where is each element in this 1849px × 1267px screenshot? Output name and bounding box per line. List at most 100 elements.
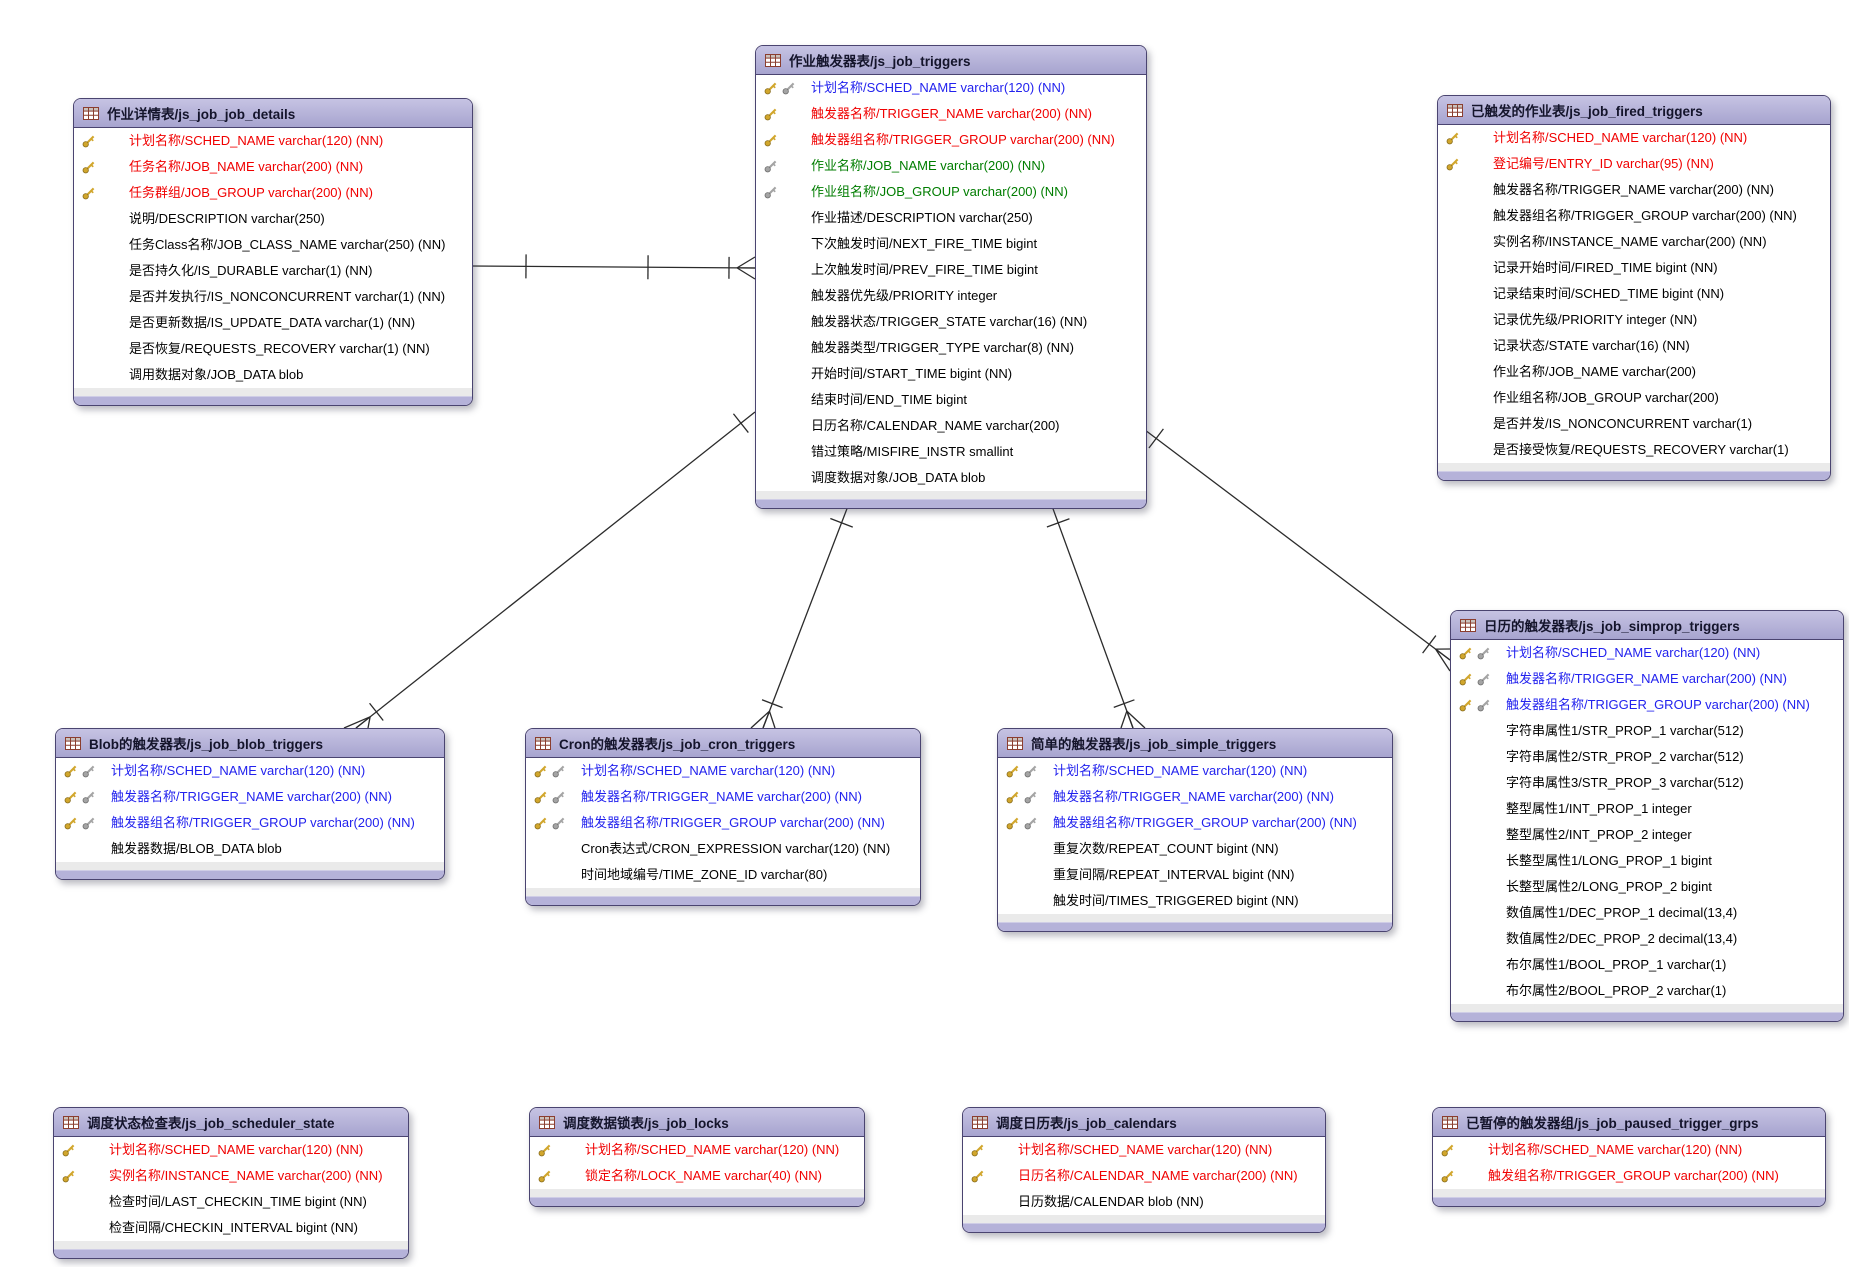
field-row[interactable]: 计划名称/SCHED_NAME varchar(120) (NN) bbox=[998, 758, 1392, 784]
field-row[interactable]: 说明/DESCRIPTION varchar(250) bbox=[74, 206, 472, 232]
field-row[interactable]: 字符串属性1/STR_PROP_1 varchar(512) bbox=[1451, 718, 1843, 744]
entity-table-js_job_simprop_triggers[interactable]: 日历的触发器表/js_job_simprop_triggers 计划名称/SCH… bbox=[1450, 610, 1844, 1022]
entity-table-header[interactable]: 简单的触发器表/js_job_simple_triggers bbox=[998, 729, 1392, 758]
entity-table-header[interactable]: 调度数据锁表/js_job_locks bbox=[530, 1108, 864, 1137]
field-row[interactable]: 触发器组名称/TRIGGER_GROUP varchar(200) (NN) bbox=[756, 127, 1146, 153]
entity-table-header[interactable]: 调度状态检查表/js_job_scheduler_state bbox=[54, 1108, 408, 1137]
entity-table-header[interactable]: 作业触发器表/js_job_triggers bbox=[756, 46, 1146, 75]
field-row[interactable]: 时间地域编号/TIME_ZONE_ID varchar(80) bbox=[526, 862, 920, 888]
field-row[interactable]: 字符串属性2/STR_PROP_2 varchar(512) bbox=[1451, 744, 1843, 770]
field-row[interactable]: 计划名称/SCHED_NAME varchar(120) (NN) bbox=[526, 758, 920, 784]
field-row[interactable]: 作业组名称/JOB_GROUP varchar(200) bbox=[1438, 385, 1830, 411]
field-row[interactable]: 作业组名称/JOB_GROUP varchar(200) (NN) bbox=[756, 179, 1146, 205]
field-row[interactable]: 是否恢复/REQUESTS_RECOVERY varchar(1) (NN) bbox=[74, 336, 472, 362]
field-row[interactable]: 上次触发时间/PREV_FIRE_TIME bigint bbox=[756, 257, 1146, 283]
field-row[interactable]: 计划名称/SCHED_NAME varchar(120) (NN) bbox=[1451, 640, 1843, 666]
field-row[interactable]: 计划名称/SCHED_NAME varchar(120) (NN) bbox=[756, 75, 1146, 101]
field-row[interactable]: 计划名称/SCHED_NAME varchar(120) (NN) bbox=[74, 128, 472, 154]
entity-table-js_job_job_details[interactable]: 作业详情表/js_job_job_details 计划名称/SCHED_NAME… bbox=[73, 98, 473, 406]
entity-table-js_job_scheduler_state[interactable]: 调度状态检查表/js_job_scheduler_state 计划名称/SCHE… bbox=[53, 1107, 409, 1259]
field-row[interactable]: 检查间隔/CHECKIN_INTERVAL bigint (NN) bbox=[54, 1215, 408, 1241]
field-row[interactable]: 是否接受恢复/REQUESTS_RECOVERY varchar(1) bbox=[1438, 437, 1830, 463]
field-row[interactable]: 锁定名称/LOCK_NAME varchar(40) (NN) bbox=[530, 1163, 864, 1189]
field-row[interactable]: 计划名称/SCHED_NAME varchar(120) (NN) bbox=[56, 758, 444, 784]
field-row[interactable]: 下次触发时间/NEXT_FIRE_TIME bigint bbox=[756, 231, 1146, 257]
entity-table-header[interactable]: 调度日历表/js_job_calendars bbox=[963, 1108, 1325, 1137]
entity-table-js_job_fired_triggers[interactable]: 已触发的作业表/js_job_fired_triggers 计划名称/SCHED… bbox=[1437, 95, 1831, 481]
field-row[interactable]: 计划名称/SCHED_NAME varchar(120) (NN) bbox=[54, 1137, 408, 1163]
field-row[interactable]: 任务名称/JOB_NAME varchar(200) (NN) bbox=[74, 154, 472, 180]
entity-table-js_job_paused_trigger_grps[interactable]: 已暂停的触发器组/js_job_paused_trigger_grps 计划名称… bbox=[1432, 1107, 1826, 1207]
field-row[interactable]: 触发器状态/TRIGGER_STATE varchar(16) (NN) bbox=[756, 309, 1146, 335]
field-row[interactable]: 数值属性1/DEC_PROP_1 decimal(13,4) bbox=[1451, 900, 1843, 926]
field-row[interactable]: 触发器数据/BLOB_DATA blob bbox=[56, 836, 444, 862]
field-row[interactable]: 触发器组名称/TRIGGER_GROUP varchar(200) (NN) bbox=[56, 810, 444, 836]
field-row[interactable]: 记录优先级/PRIORITY integer (NN) bbox=[1438, 307, 1830, 333]
field-row[interactable]: 计划名称/SCHED_NAME varchar(120) (NN) bbox=[1433, 1137, 1825, 1163]
field-row[interactable]: 触发器名称/TRIGGER_NAME varchar(200) (NN) bbox=[756, 101, 1146, 127]
field-row[interactable]: 触发器名称/TRIGGER_NAME varchar(200) (NN) bbox=[998, 784, 1392, 810]
entity-table-js_job_cron_triggers[interactable]: Cron的触发器表/js_job_cron_triggers 计划名称/SCHE… bbox=[525, 728, 921, 906]
field-row[interactable]: 作业描述/DESCRIPTION varchar(250) bbox=[756, 205, 1146, 231]
field-row[interactable]: 布尔属性1/BOOL_PROP_1 varchar(1) bbox=[1451, 952, 1843, 978]
field-row[interactable]: 检查时间/LAST_CHECKIN_TIME bigint (NN) bbox=[54, 1189, 408, 1215]
field-row[interactable]: 日历数据/CALENDAR blob (NN) bbox=[963, 1189, 1325, 1215]
field-row[interactable]: 记录状态/STATE varchar(16) (NN) bbox=[1438, 333, 1830, 359]
entity-table-header[interactable]: 已触发的作业表/js_job_fired_triggers bbox=[1438, 96, 1830, 125]
field-row[interactable]: 日历名称/CALENDAR_NAME varchar(200) (NN) bbox=[963, 1163, 1325, 1189]
field-row[interactable]: 触发器组名称/TRIGGER_GROUP varchar(200) (NN) bbox=[526, 810, 920, 836]
field-row[interactable]: 字符串属性3/STR_PROP_3 varchar(512) bbox=[1451, 770, 1843, 796]
field-row[interactable]: 错过策略/MISFIRE_INSTR smallint bbox=[756, 439, 1146, 465]
field-row[interactable]: Cron表达式/CRON_EXPRESSION varchar(120) (NN… bbox=[526, 836, 920, 862]
field-row[interactable]: 是否并发执行/IS_NONCONCURRENT varchar(1) (NN) bbox=[74, 284, 472, 310]
field-row[interactable]: 触发器名称/TRIGGER_NAME varchar(200) (NN) bbox=[1451, 666, 1843, 692]
entity-table-js_job_calendars[interactable]: 调度日历表/js_job_calendars 计划名称/SCHED_NAME v… bbox=[962, 1107, 1326, 1233]
field-row[interactable]: 布尔属性2/BOOL_PROP_2 varchar(1) bbox=[1451, 978, 1843, 1004]
field-row[interactable]: 触发时间/TIMES_TRIGGERED bigint (NN) bbox=[998, 888, 1392, 914]
field-row[interactable]: 调度数据对象/JOB_DATA blob bbox=[756, 465, 1146, 491]
field-row[interactable]: 长整型属性1/LONG_PROP_1 bigint bbox=[1451, 848, 1843, 874]
field-row[interactable]: 计划名称/SCHED_NAME varchar(120) (NN) bbox=[963, 1137, 1325, 1163]
field-row[interactable]: 触发器组名称/TRIGGER_GROUP varchar(200) (NN) bbox=[1438, 203, 1830, 229]
field-row[interactable]: 结束时间/END_TIME bigint bbox=[756, 387, 1146, 413]
entity-table-header[interactable]: Blob的触发器表/js_job_blob_triggers bbox=[56, 729, 444, 758]
field-row[interactable]: 触发器优先级/PRIORITY integer bbox=[756, 283, 1146, 309]
field-row[interactable]: 计划名称/SCHED_NAME varchar(120) (NN) bbox=[1438, 125, 1830, 151]
entity-table-header[interactable]: Cron的触发器表/js_job_cron_triggers bbox=[526, 729, 920, 758]
field-row[interactable]: 长整型属性2/LONG_PROP_2 bigint bbox=[1451, 874, 1843, 900]
field-row[interactable]: 触发器组名称/TRIGGER_GROUP varchar(200) (NN) bbox=[1451, 692, 1843, 718]
field-row[interactable]: 记录开始时间/FIRED_TIME bigint (NN) bbox=[1438, 255, 1830, 281]
field-row[interactable]: 重复次数/REPEAT_COUNT bigint (NN) bbox=[998, 836, 1392, 862]
entity-table-header[interactable]: 作业详情表/js_job_job_details bbox=[74, 99, 472, 128]
entity-table-js_job_locks[interactable]: 调度数据锁表/js_job_locks 计划名称/SCHED_NAME varc… bbox=[529, 1107, 865, 1207]
field-row[interactable]: 开始时间/START_TIME bigint (NN) bbox=[756, 361, 1146, 387]
entity-table-header[interactable]: 日历的触发器表/js_job_simprop_triggers bbox=[1451, 611, 1843, 640]
field-row[interactable]: 记录结束时间/SCHED_TIME bigint (NN) bbox=[1438, 281, 1830, 307]
field-row[interactable]: 任务Class名称/JOB_CLASS_NAME varchar(250) (N… bbox=[74, 232, 472, 258]
field-row[interactable]: 任务群组/JOB_GROUP varchar(200) (NN) bbox=[74, 180, 472, 206]
field-row[interactable]: 触发组名称/TRIGGER_GROUP varchar(200) (NN) bbox=[1433, 1163, 1825, 1189]
field-row[interactable]: 是否更新数据/IS_UPDATE_DATA varchar(1) (NN) bbox=[74, 310, 472, 336]
field-row[interactable]: 日历名称/CALENDAR_NAME varchar(200) bbox=[756, 413, 1146, 439]
field-row[interactable]: 计划名称/SCHED_NAME varchar(120) (NN) bbox=[530, 1137, 864, 1163]
entity-table-js_job_triggers[interactable]: 作业触发器表/js_job_triggers 计划名称/SCHED_NAME v… bbox=[755, 45, 1147, 509]
field-row[interactable]: 触发器类型/TRIGGER_TYPE varchar(8) (NN) bbox=[756, 335, 1146, 361]
entity-table-js_job_simple_triggers[interactable]: 简单的触发器表/js_job_simple_triggers 计划名称/SCHE… bbox=[997, 728, 1393, 932]
field-row[interactable]: 实例名称/INSTANCE_NAME varchar(200) (NN) bbox=[54, 1163, 408, 1189]
field-row[interactable]: 实例名称/INSTANCE_NAME varchar(200) (NN) bbox=[1438, 229, 1830, 255]
field-row[interactable]: 重复间隔/REPEAT_INTERVAL bigint (NN) bbox=[998, 862, 1392, 888]
field-row[interactable]: 作业名称/JOB_NAME varchar(200) bbox=[1438, 359, 1830, 385]
field-row[interactable]: 触发器组名称/TRIGGER_GROUP varchar(200) (NN) bbox=[998, 810, 1392, 836]
field-row[interactable]: 整型属性2/INT_PROP_2 integer bbox=[1451, 822, 1843, 848]
field-row[interactable]: 登记编号/ENTRY_ID varchar(95) (NN) bbox=[1438, 151, 1830, 177]
field-row[interactable]: 调用数据对象/JOB_DATA blob bbox=[74, 362, 472, 388]
field-row[interactable]: 触发器名称/TRIGGER_NAME varchar(200) (NN) bbox=[526, 784, 920, 810]
field-row[interactable]: 是否并发/IS_NONCONCURRENT varchar(1) bbox=[1438, 411, 1830, 437]
field-row[interactable]: 触发器名称/TRIGGER_NAME varchar(200) (NN) bbox=[1438, 177, 1830, 203]
field-row[interactable]: 整型属性1/INT_PROP_1 integer bbox=[1451, 796, 1843, 822]
entity-table-header[interactable]: 已暂停的触发器组/js_job_paused_trigger_grps bbox=[1433, 1108, 1825, 1137]
field-row[interactable]: 数值属性2/DEC_PROP_2 decimal(13,4) bbox=[1451, 926, 1843, 952]
field-row[interactable]: 触发器名称/TRIGGER_NAME varchar(200) (NN) bbox=[56, 784, 444, 810]
field-row[interactable]: 是否持久化/IS_DURABLE varchar(1) (NN) bbox=[74, 258, 472, 284]
field-row[interactable]: 作业名称/JOB_NAME varchar(200) (NN) bbox=[756, 153, 1146, 179]
